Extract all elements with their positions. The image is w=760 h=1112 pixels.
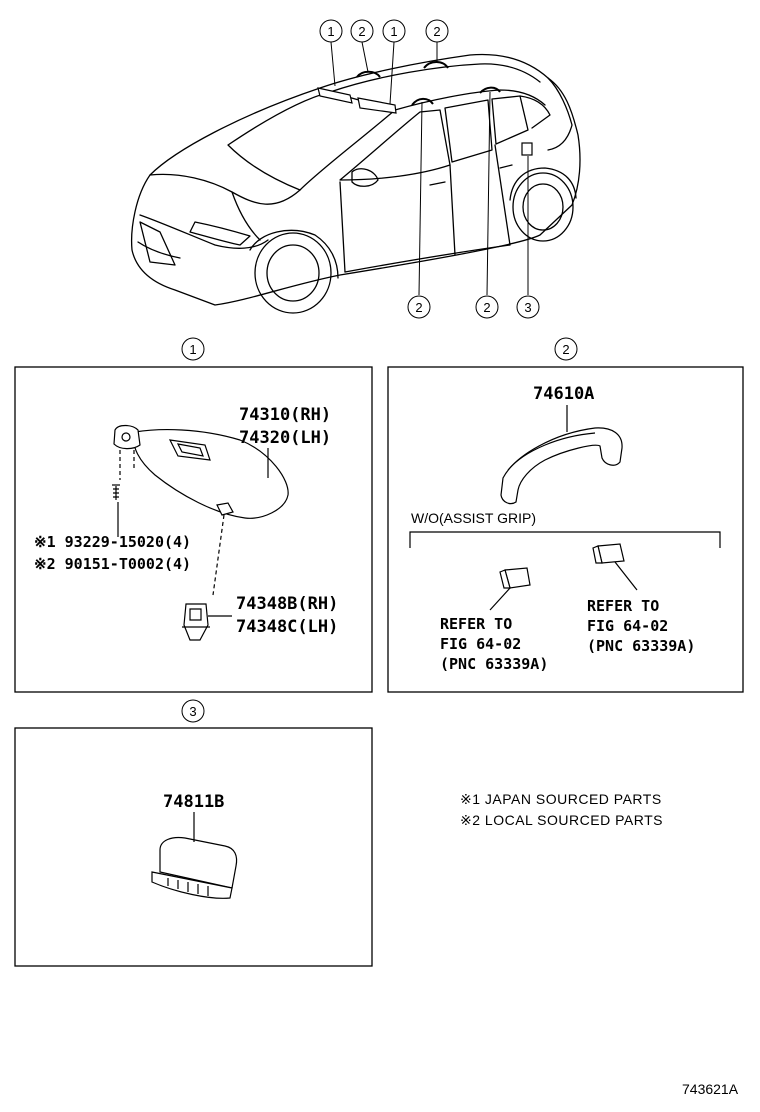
svg-text:2: 2 — [433, 24, 440, 39]
refer-right-line-1: REFER TO — [587, 597, 659, 615]
callout-circle: 1 — [319, 19, 343, 43]
callout-circle: 2 — [407, 295, 431, 319]
refer-right-line-3: (PNC 63339A) — [587, 637, 695, 655]
callout-circle: 2 — [475, 295, 499, 319]
section-2-box — [387, 366, 744, 693]
screw-japan-label: ※1 93229-15020(4) — [34, 533, 191, 551]
sun-visor-drawing — [112, 424, 289, 641]
section-2-marker: 2 — [562, 342, 569, 357]
figure-id: 743621A — [682, 1081, 739, 1097]
svg-text:3: 3 — [524, 300, 531, 315]
svg-text:2: 2 — [483, 300, 490, 315]
section-2: 2 74610A W/O(ASSIST GRIP) REFER TO FIG 6… — [387, 337, 744, 693]
notes: ※1 JAPAN SOURCED PARTS ※2 LOCAL SOURCED … — [460, 791, 663, 828]
top-callouts: 1 2 1 2 — [319, 19, 449, 43]
refer-right-line-2: FIG 64-02 — [587, 617, 668, 635]
car-part-marks — [317, 61, 533, 156]
without-grip-label: W/O(ASSIST GRIP) — [411, 510, 536, 526]
section-3-box — [14, 727, 373, 967]
screw-local-label: ※2 90151-T0002(4) — [34, 555, 191, 573]
section-1: 1 74310(RH) 74320(LH) — [14, 337, 373, 693]
section-1-box — [14, 366, 373, 693]
svg-text:2: 2 — [415, 300, 422, 315]
lamp-drawing — [151, 812, 238, 899]
refer-left-line-3: (PNC 63339A) — [440, 655, 548, 673]
bottom-callouts: 2 2 3 — [407, 295, 540, 319]
assist-grip-drawing — [409, 405, 721, 611]
callout-circle: 1 — [382, 19, 406, 43]
section-3: 3 74811B — [14, 699, 373, 967]
visor-rh-label: 74310(RH) — [239, 405, 331, 425]
car-illustration — [130, 53, 581, 314]
lamp-part-label: 74811B — [163, 792, 224, 812]
callout-circle: 3 — [516, 295, 540, 319]
svg-text:2: 2 — [358, 24, 365, 39]
callout-circle: 2 — [350, 19, 374, 43]
car-leader-lines — [330, 41, 529, 296]
note-local: ※2 LOCAL SOURCED PARTS — [460, 812, 663, 828]
refer-left-line-1: REFER TO — [440, 615, 512, 633]
section-3-marker: 3 — [189, 704, 196, 719]
section-1-marker: 1 — [189, 342, 196, 357]
callout-circle: 2 — [425, 19, 449, 43]
note-japan: ※1 JAPAN SOURCED PARTS — [460, 791, 662, 807]
refer-left-line-2: FIG 64-02 — [440, 635, 521, 653]
holder-rh-label: 74348B(RH) — [236, 594, 338, 614]
holder-lh-label: 74348C(LH) — [236, 617, 338, 637]
svg-text:1: 1 — [327, 24, 334, 39]
visor-lh-label: 74320(LH) — [239, 428, 331, 448]
svg-text:1: 1 — [390, 24, 397, 39]
grip-part-label: 74610A — [533, 384, 594, 404]
